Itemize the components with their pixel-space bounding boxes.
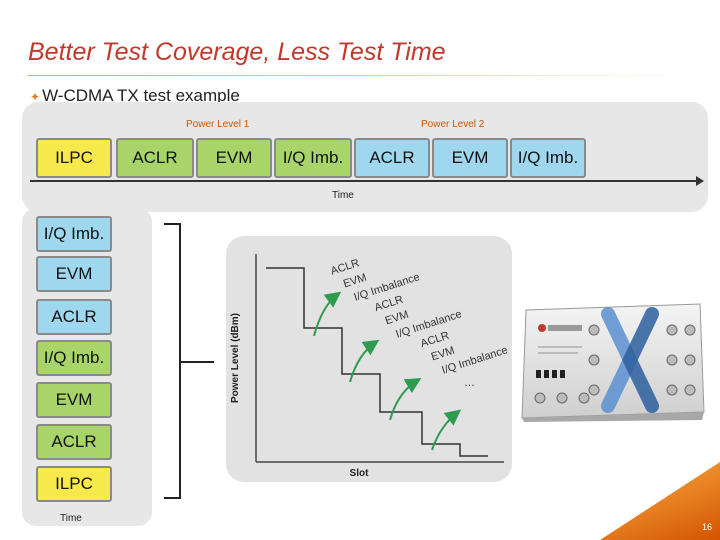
- title-divider: [28, 75, 696, 76]
- test-instrument-image: [521, 303, 705, 422]
- x-axis-label: Slot: [350, 468, 370, 479]
- top-box-evm-1: EVM: [196, 138, 272, 178]
- stack-box-ilpc: ILPC: [36, 466, 112, 502]
- slot-chart-background: [226, 236, 512, 482]
- bullet-text: W-CDMA TX test example: [42, 86, 240, 105]
- bullet-item: ✦W-CDMA TX test example: [30, 86, 240, 106]
- power-level-2-label: Power Level 2: [421, 119, 485, 130]
- top-box-aclr-1: ACLR: [116, 138, 194, 178]
- stack-box-evm-1: EVM: [36, 382, 112, 418]
- step-arrow-4: [431, 409, 462, 451]
- bullet-star-icon: ✦: [30, 90, 41, 104]
- top-box-ilpc: ILPC: [36, 138, 112, 178]
- stack-box-iq-imb-2: I/Q Imb.: [36, 216, 112, 252]
- top-box-iq-imb-2: I/Q Imb.: [510, 138, 586, 178]
- brand-logo-icon: [538, 324, 546, 332]
- power-level-1-label: Power Level 1: [186, 119, 250, 130]
- stack-box-aclr-1: ACLR: [36, 424, 112, 460]
- top-box-iq-imb-1: I/Q Imb.: [274, 138, 352, 178]
- step-4-label-ellipsis: …: [464, 377, 475, 389]
- stack-box-evm-2: EVM: [36, 256, 112, 292]
- top-box-aclr-2: ACLR: [354, 138, 430, 178]
- step-arrow-3: [389, 377, 422, 421]
- bracket-connector: [164, 223, 214, 499]
- power-staircase: [266, 267, 488, 457]
- y-axis-label: Power Level (dBm): [230, 313, 241, 403]
- step-arrow-2: [349, 339, 380, 383]
- decorative-corner: [600, 462, 720, 540]
- time-axis-label-top: Time: [332, 190, 354, 201]
- stack-box-iq-imb-1: I/Q Imb.: [36, 340, 112, 376]
- top-box-evm-2: EVM: [432, 138, 508, 178]
- slot-chart: Power Level (dBm) Slot ACLR EVM I/Q Imba…: [230, 254, 509, 479]
- time-axis-horizontal: [30, 176, 704, 186]
- slide-title: Better Test Coverage, Less Test Time: [28, 38, 446, 66]
- page-number: 16: [701, 522, 712, 532]
- step-arrow-1: [313, 291, 342, 337]
- time-axis-label-left: Time: [60, 513, 82, 524]
- stack-box-aclr-2: ACLR: [36, 299, 112, 335]
